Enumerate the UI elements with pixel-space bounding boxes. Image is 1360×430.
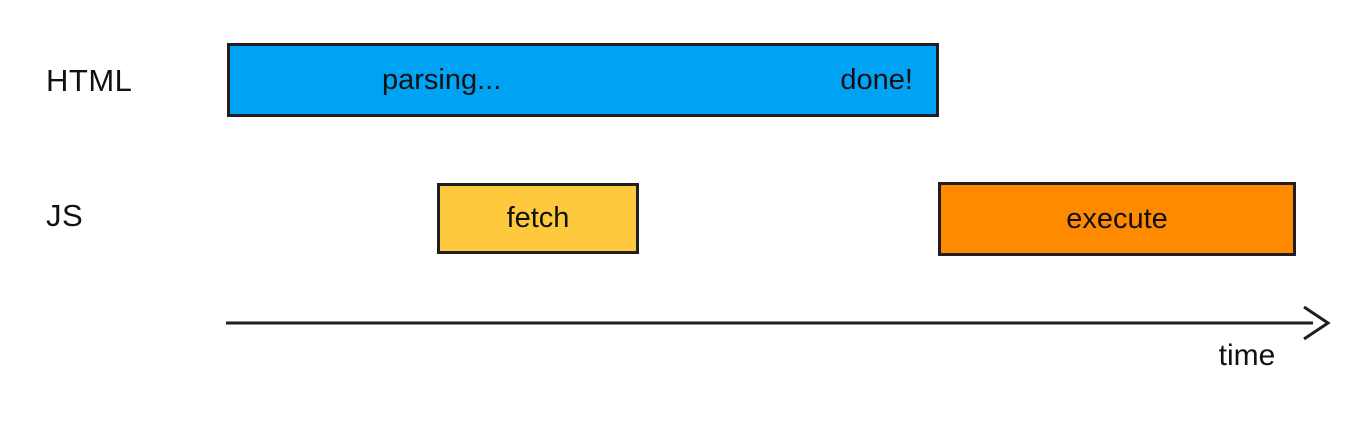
html-parsing-bar: parsing... done! [227,43,939,117]
fetch-label: fetch [506,202,570,234]
row-label-js: JS [46,198,84,233]
js-fetch-bar: fetch [437,183,639,254]
time-axis-label: time [1218,339,1276,372]
execute-label: execute [1066,202,1168,235]
parsing-label: parsing... [382,63,502,96]
js-execute-bar: execute [938,182,1296,256]
time-axis-arrowhead [1303,305,1331,341]
done-label: done! [840,63,913,96]
time-axis-arrow-icon [226,305,1331,341]
row-label-html: HTML [46,63,133,98]
